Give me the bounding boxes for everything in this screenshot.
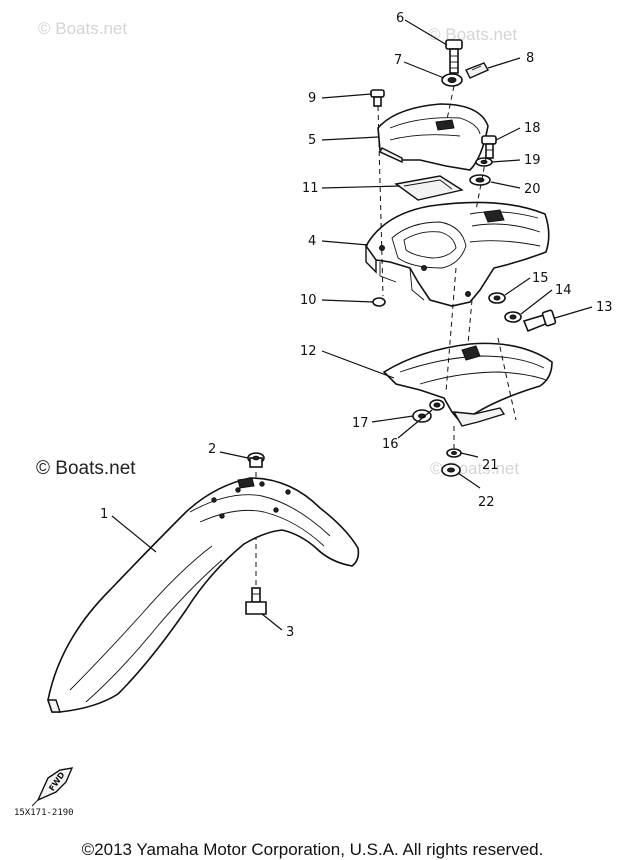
callout-5: 5: [308, 133, 316, 148]
callout-21: 21: [482, 458, 499, 473]
part-21-washer: [446, 448, 462, 458]
part-4-rear-fender: [365, 201, 550, 307]
callout-4: 4: [308, 234, 316, 249]
callout-11: 11: [302, 181, 319, 196]
part-2-collar: [247, 452, 265, 468]
callout-1: 1: [100, 507, 108, 522]
callout-numbers: 6 7 8 9 5 11 4 10 12 18 19 20 15 14 13 1…: [100, 11, 613, 640]
callout-12: 12: [300, 344, 317, 359]
watermark-top-left: © Boats.net: [38, 19, 127, 38]
part-20-washer: [469, 174, 491, 186]
part-14-washer: [504, 311, 522, 323]
watermark-left-middle: © Boats.net: [36, 458, 136, 479]
part-22-nut: [441, 463, 461, 477]
part-7-grommet: [441, 73, 463, 87]
part-18-bolt: [481, 135, 497, 159]
part-17-nut: [412, 409, 432, 423]
part-11-pad: [394, 175, 464, 201]
part-3-bolt: [245, 587, 267, 615]
callout-14: 14: [555, 283, 572, 298]
callout-15: 15: [532, 271, 549, 286]
callout-16: 16: [382, 437, 399, 452]
part-5-cover: [377, 103, 489, 171]
callout-13: 13: [596, 300, 613, 315]
drawing-code: 15X171-2190: [14, 808, 74, 818]
callout-6: 6: [396, 11, 404, 26]
callout-19: 19: [524, 153, 541, 168]
part-15-nut: [488, 292, 506, 304]
leader-lines: [111, 19, 593, 631]
callout-2: 2: [208, 442, 216, 457]
part-19-spring-washer: [475, 157, 493, 167]
part-9-screw: [370, 89, 385, 107]
part-1-front-fender: [47, 477, 360, 713]
callout-10: 10: [300, 293, 317, 308]
callout-8: 8: [526, 51, 534, 66]
callout-7: 7: [394, 53, 402, 68]
callout-17: 17: [352, 416, 369, 431]
part-10-nut: [372, 297, 386, 307]
callout-9: 9: [308, 91, 316, 106]
callout-22: 22: [478, 495, 495, 510]
part-6-bolt: [445, 39, 463, 74]
callout-3: 3: [286, 625, 294, 640]
part-13-bolt: [522, 309, 557, 333]
copyright-notice: ©2013 Yamaha Motor Corporation, U.S.A. A…: [81, 840, 544, 859]
part-16-washer: [429, 399, 445, 411]
callout-18: 18: [524, 121, 541, 136]
part-12-inner-fender: [382, 342, 553, 427]
forward-direction-icon: FWD: [31, 767, 74, 807]
callout-20: 20: [524, 182, 541, 197]
part-8-clip: [465, 62, 489, 79]
